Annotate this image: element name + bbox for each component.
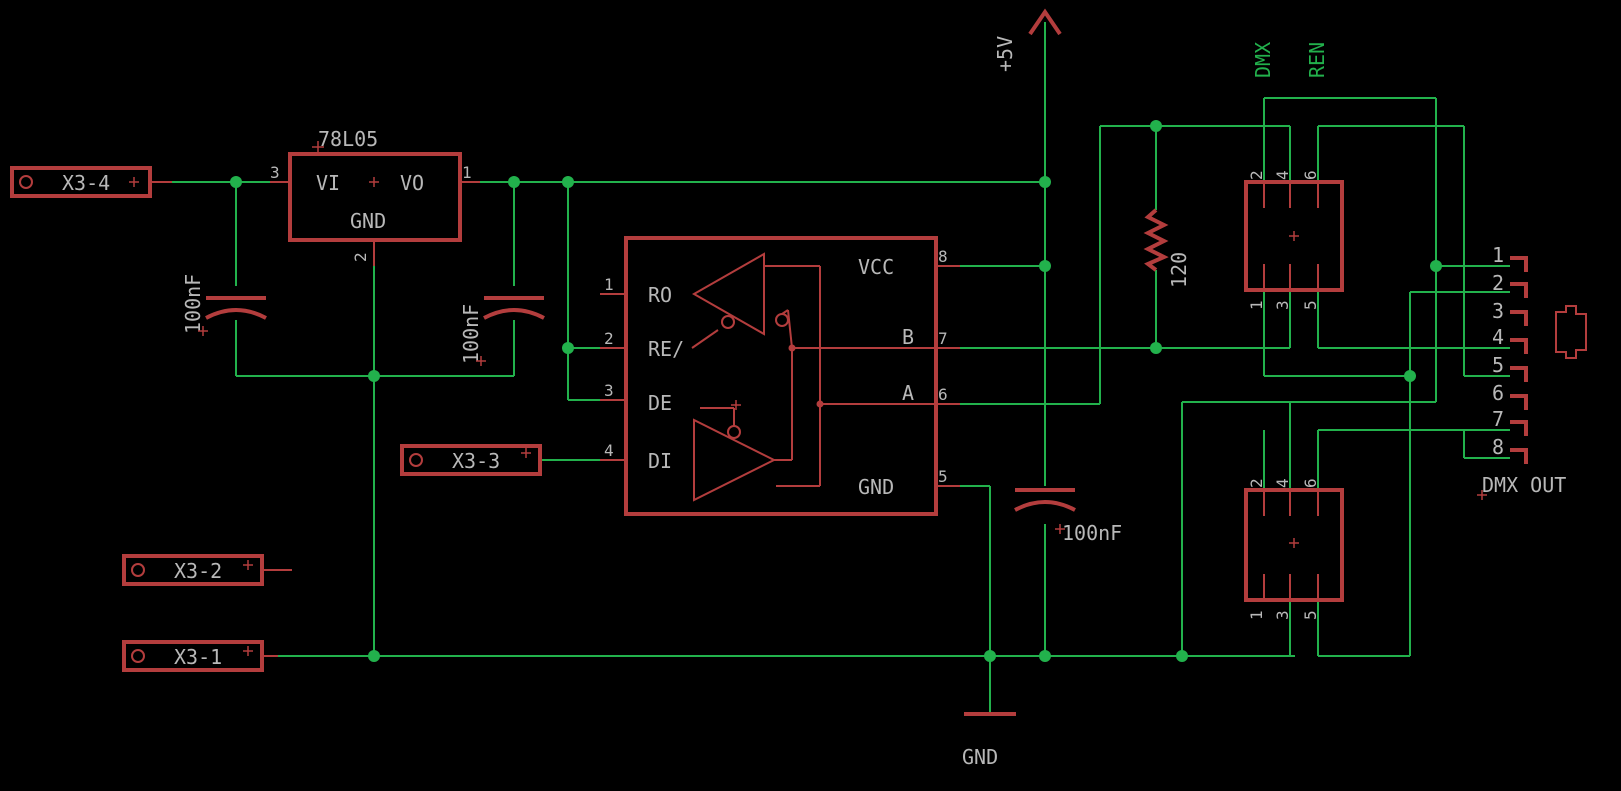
capacitor-c2: 100nF — [459, 296, 545, 366]
rj45-pin2: 2 — [1492, 271, 1504, 295]
resistor-value: 120 — [1167, 252, 1191, 288]
ic-b-label: B — [902, 325, 914, 349]
header-lower-pin1: 1 — [1247, 610, 1266, 620]
header-lower-pin3: 3 — [1273, 610, 1292, 620]
ic-de-label: DE — [648, 391, 672, 415]
header-lower: 2 4 6 1 3 5 — [1244, 478, 1344, 620]
regulator-pin3: 3 — [270, 163, 280, 182]
capacitor-c3-value: 100nF — [1062, 521, 1122, 545]
net-label-ren: REN — [1305, 42, 1329, 78]
header-lower-pin4: 4 — [1273, 478, 1292, 488]
net-label-dmx: DMX — [1251, 42, 1275, 78]
ic-a-label: A — [902, 381, 914, 405]
ic-ro-label: RO — [648, 283, 672, 307]
rj45-pin8: 8 — [1492, 435, 1504, 459]
header-upper-pin5: 5 — [1301, 300, 1320, 310]
ic-pin2: 2 — [604, 329, 614, 348]
supply-5v: +5V — [993, 8, 1062, 72]
ic-pin3: 3 — [604, 381, 614, 400]
ic-pin1: 1 — [604, 275, 614, 294]
ic-vcc-label: VCC — [858, 255, 894, 279]
ic-re-label: RE/ — [648, 337, 684, 361]
rj45-dmx-out: 1 2 3 4 5 6 7 8 DMX OUT — [1477, 243, 1587, 500]
rj45-pin1: 1 — [1492, 243, 1504, 267]
supply-5v-label: +5V — [993, 36, 1017, 72]
ic-pin5: 5 — [938, 467, 948, 486]
ic-pin4: 4 — [604, 441, 614, 460]
transceiver-ic: RO RE/ DE DI VCC B A GND 1 2 3 4 8 7 6 5 — [600, 236, 960, 516]
header-upper-pin3: 3 — [1273, 300, 1292, 310]
header-upper-pin4: 4 — [1273, 170, 1292, 180]
ic-pin8: 8 — [938, 247, 948, 266]
capacitor-c2-value: 100nF — [459, 304, 483, 364]
rj45-pin4: 4 — [1492, 325, 1504, 349]
junctions — [230, 120, 1442, 662]
x3-1-label: X3-1 — [174, 645, 222, 669]
x3-2-label: X3-2 — [174, 559, 222, 583]
gnd-symbol: GND — [962, 712, 1016, 769]
gnd-symbol-label: GND — [962, 745, 998, 769]
ic-gnd-label: GND — [858, 475, 894, 499]
connector-x3-2: X3-2 — [122, 554, 292, 586]
header-lower-pin5: 5 — [1301, 610, 1320, 620]
ic-pin7: 7 — [938, 329, 948, 348]
ic-pin6: 6 — [938, 385, 948, 404]
rj45-pin-stubs — [1510, 256, 1528, 464]
header-lower-pin2: 2 — [1247, 478, 1266, 488]
header-upper: 2 4 6 1 3 5 — [1244, 170, 1344, 310]
regulator-pin1: 1 — [462, 163, 472, 182]
capacitor-c3: 100nF — [1014, 488, 1122, 545]
connector-x3-3: X3-3 — [400, 444, 542, 476]
ic-di-label: DI — [648, 449, 672, 473]
x3-4-label: X3-4 — [62, 171, 110, 195]
rj45-pin5: 5 — [1492, 353, 1504, 377]
dmx-out-label: DMX OUT — [1482, 473, 1566, 497]
regulator-vi-label: VI — [316, 171, 340, 195]
header-upper-pin2: 2 — [1247, 170, 1266, 180]
rj45-pin6: 6 — [1492, 381, 1504, 405]
capacitor-c1-value: 100nF — [181, 274, 205, 334]
header-upper-pin6: 6 — [1301, 170, 1320, 180]
rj45-pin3: 3 — [1492, 299, 1504, 323]
regulator-name: 78L05 — [318, 127, 378, 151]
regulator-78l05: 78L05 VI VO GND 3 1 2 — [270, 127, 480, 266]
capacitor-c1: 100nF — [181, 274, 267, 336]
header-lower-pin6: 6 — [1301, 478, 1320, 488]
connector-x3-1: X3-1 — [122, 640, 278, 672]
wires — [172, 22, 1510, 714]
regulator-vo-label: VO — [400, 171, 424, 195]
connector-x3-4: X3-4 — [10, 166, 172, 198]
x3-3-label: X3-3 — [452, 449, 500, 473]
header-upper-pin1: 1 — [1247, 300, 1266, 310]
regulator-gnd-label: GND — [350, 209, 386, 233]
regulator-pin2: 2 — [351, 252, 370, 262]
rj45-pin7: 7 — [1492, 407, 1504, 431]
resistor-120: 120 — [1143, 208, 1191, 288]
